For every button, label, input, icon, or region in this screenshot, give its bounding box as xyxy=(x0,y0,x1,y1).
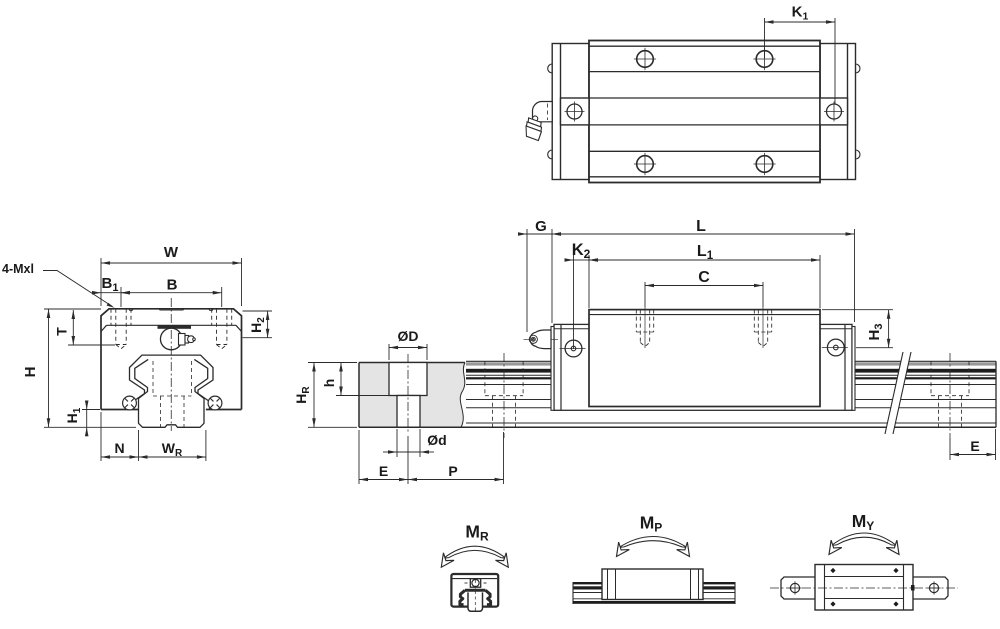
svg-text:Ød: Ød xyxy=(427,432,446,448)
svg-text:4-Mxl: 4-Mxl xyxy=(2,262,34,276)
svg-text:G: G xyxy=(535,218,547,235)
svg-text:P: P xyxy=(448,463,457,479)
svg-text:E: E xyxy=(970,438,979,454)
svg-text:W: W xyxy=(164,244,179,261)
svg-text:L: L xyxy=(696,218,706,235)
svg-text:B: B xyxy=(167,277,178,294)
svg-text:C: C xyxy=(698,269,710,286)
svg-text:ØD: ØD xyxy=(398,328,419,344)
svg-text:T: T xyxy=(54,327,70,336)
svg-text:E: E xyxy=(379,463,388,479)
svg-text:h: h xyxy=(321,379,337,388)
svg-text:H: H xyxy=(22,367,39,378)
svg-text:N: N xyxy=(114,440,124,456)
